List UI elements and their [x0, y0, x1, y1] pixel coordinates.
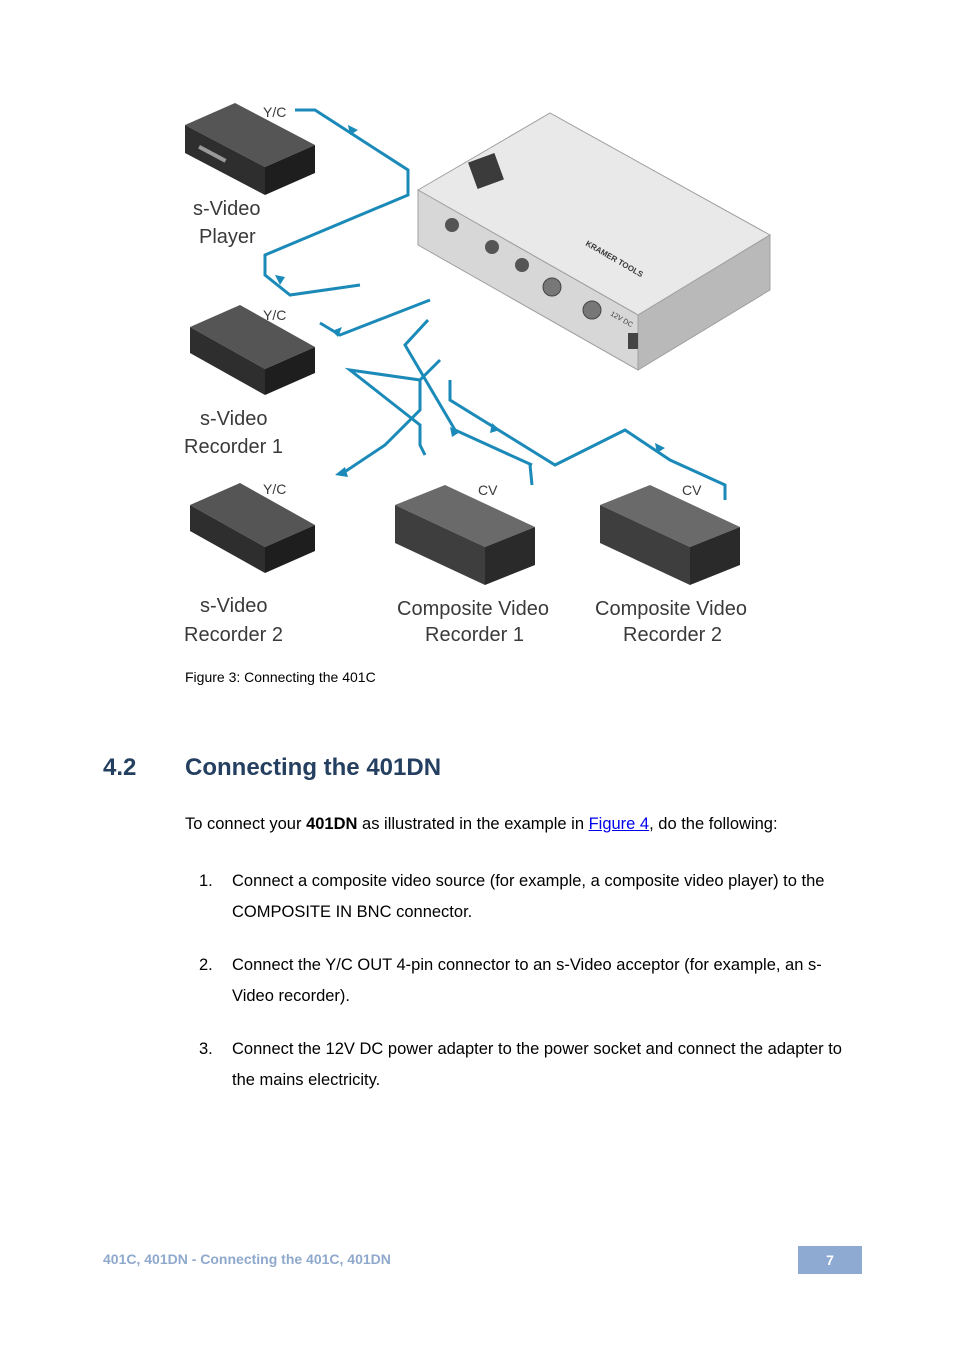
figure-caption: Figure 3: Connecting the 401C [185, 669, 376, 685]
cables [263, 108, 727, 500]
cable-rec2-up [339, 358, 442, 477]
composite-recorder-2 [600, 485, 740, 585]
section-title: Connecting the 401DN [185, 754, 442, 781]
connection-diagram: KRAMER TOOLS 12V DC [180, 95, 775, 650]
yc-mid-label: Y/C [263, 307, 286, 323]
yc-top-label: Y/C [263, 104, 286, 120]
intro-text: as illustrated in the example in [357, 815, 589, 833]
rec2-label-2: Recorder 2 [184, 624, 283, 646]
step-text: Connect the 12V DC power adapter to the … [232, 1040, 842, 1089]
yc-connector-icon [515, 258, 529, 272]
svideo-player [185, 103, 315, 195]
yc-connector-icon [485, 240, 499, 254]
rec1-label-2: Recorder 1 [184, 436, 283, 458]
page-number: 7 [798, 1246, 862, 1274]
player-label-2: Player [199, 226, 256, 248]
list-item: 2. Connect the Y/C OUT 4-pin connector t… [199, 950, 859, 1012]
step-number: 3. [199, 1040, 213, 1058]
list-item: 3. Connect the 12V DC power adapter to t… [199, 1034, 859, 1096]
bnc-connector-icon [582, 300, 602, 320]
cable-cv-right [448, 380, 727, 500]
intro-paragraph: To connect your 401DN as illustrated in … [185, 815, 778, 834]
cv-left-label: CV [478, 482, 498, 498]
list-item: 1. Connect a composite video source (for… [199, 866, 859, 928]
comp2-label-2: Recorder 2 [623, 624, 722, 646]
yc-bot-label: Y/C [263, 481, 286, 497]
cable-arrows [275, 125, 665, 477]
cable-cv-left [403, 318, 533, 467]
cable-cv-left-down [528, 464, 534, 486]
cable-rec2-loop [344, 367, 427, 456]
power-socket-icon [628, 333, 638, 349]
yc-connector-icon [445, 218, 459, 232]
comp1-label-1: Composite Video [397, 598, 549, 620]
step-text: Connect a composite video source (for ex… [232, 872, 825, 921]
section-heading: 4.2 Connecting the 401DN [103, 754, 441, 782]
figure-4-link[interactable]: Figure 4 [588, 815, 650, 833]
rec2-label-1: s-Video [200, 595, 267, 617]
section-number: 4.2 [103, 754, 137, 781]
cv-right-label: CV [682, 482, 702, 498]
composite-recorder-1 [395, 485, 535, 585]
footer-title: 401C, 401DN - Connecting the 401C, 401DN [103, 1251, 391, 1267]
svideo-recorder-2 [190, 483, 315, 573]
kramer-logo-icon [468, 153, 504, 189]
intro-product: 401DN [306, 815, 358, 833]
kramer-device: KRAMER TOOLS 12V DC [416, 112, 771, 371]
diagram-svg: KRAMER TOOLS 12V DC [184, 103, 771, 646]
comp1-label-2: Recorder 1 [425, 624, 524, 646]
rec1-label-1: s-Video [200, 408, 267, 430]
intro-text: , do the following: [649, 815, 778, 833]
comp2-label-1: Composite Video [595, 598, 747, 620]
step-number: 1. [199, 872, 213, 890]
step-number: 2. [199, 956, 213, 974]
step-text: Connect the Y/C OUT 4-pin connector to a… [232, 956, 822, 1005]
cable-rec1 [319, 298, 431, 337]
bnc-connector-icon [542, 277, 562, 297]
steps-list: 1. Connect a composite video source (for… [199, 866, 859, 1118]
intro-text: To connect your [185, 815, 307, 833]
player-label-1: s-Video [193, 198, 260, 220]
cable-player [263, 108, 410, 297]
svideo-recorder-1 [190, 305, 315, 395]
